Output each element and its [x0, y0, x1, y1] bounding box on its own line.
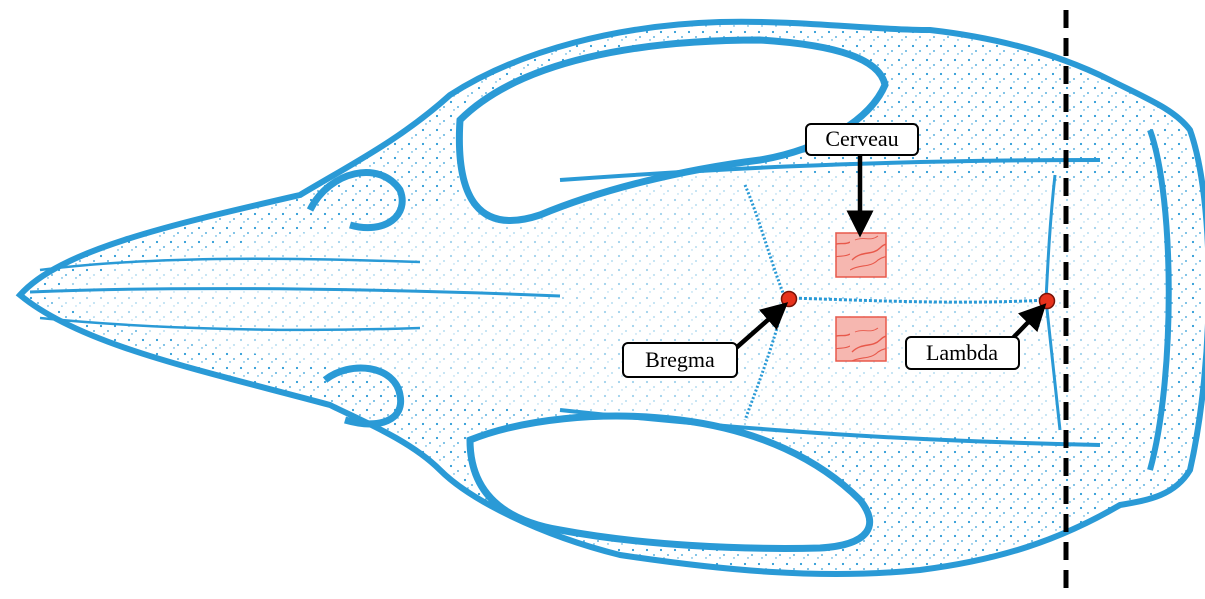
callout-bregma-label: Bregma [645, 347, 715, 372]
lambda-dot [1040, 294, 1055, 309]
bregma-dot [782, 292, 797, 307]
callout-lambda: Lambda [906, 337, 1019, 369]
skull-illustration [20, 22, 1205, 574]
callout-bregma: Bregma [623, 343, 737, 377]
brain-tissue-patch-upper [836, 233, 886, 277]
callout-lambda-label: Lambda [926, 340, 998, 365]
callout-cerveau: Cerveau [806, 124, 918, 155]
brain-tissue-patch-lower [836, 317, 886, 361]
callout-cerveau-label: Cerveau [825, 126, 898, 151]
